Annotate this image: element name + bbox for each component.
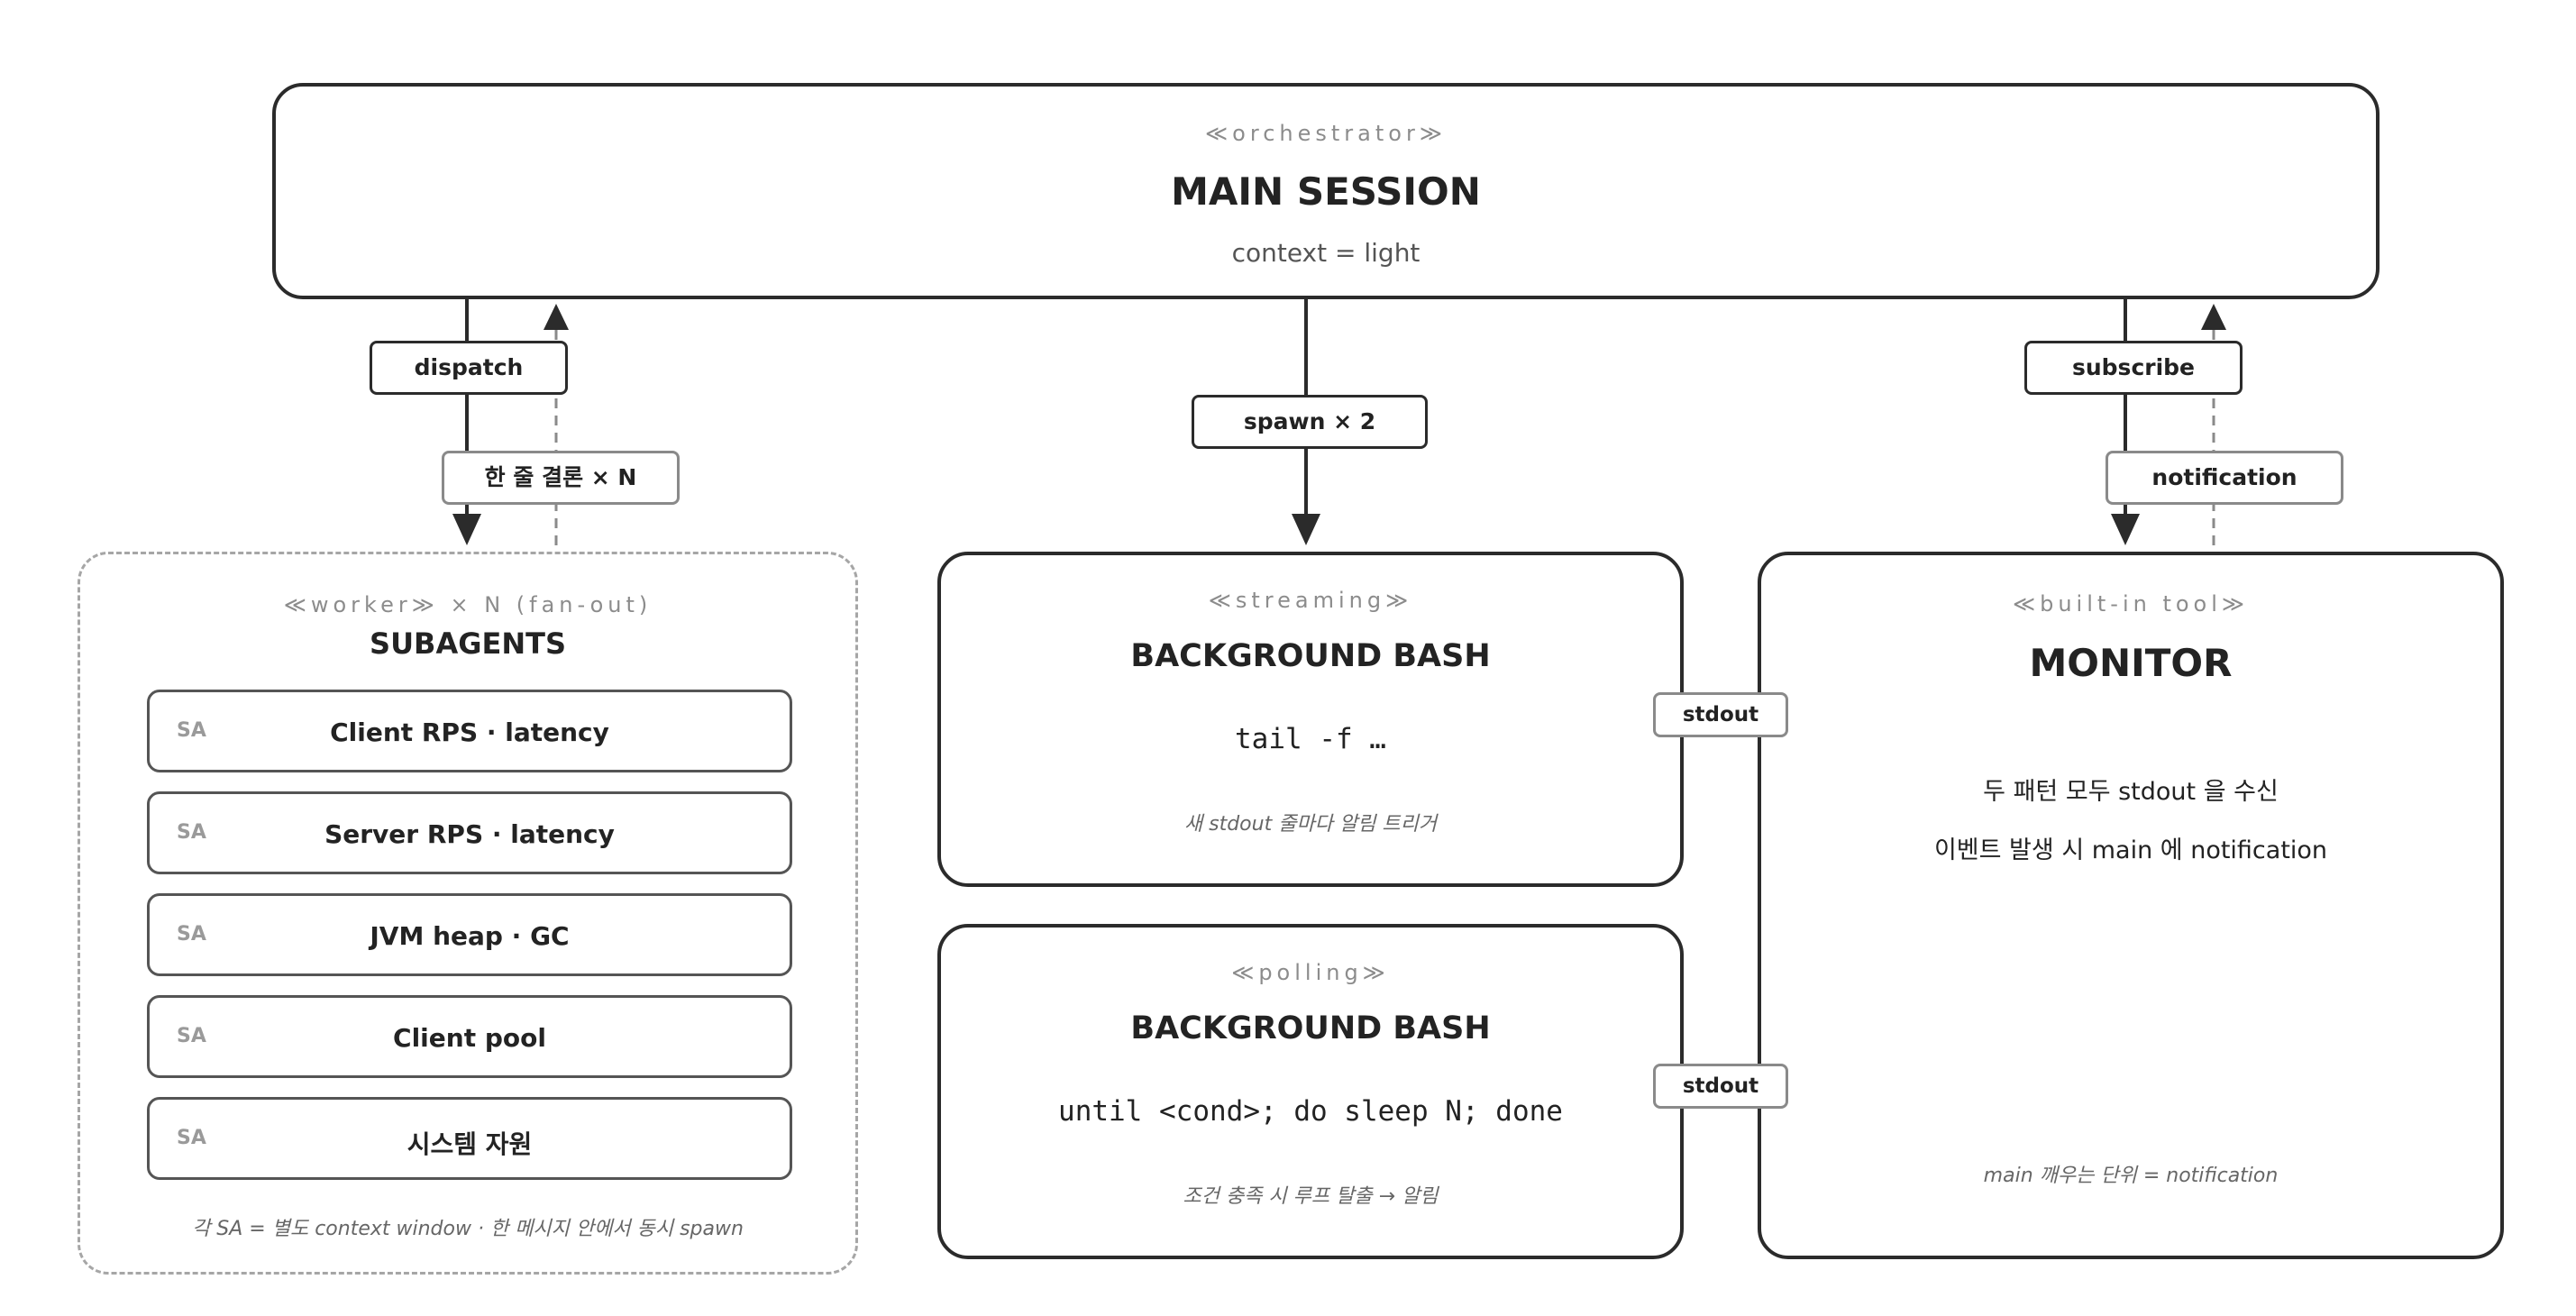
sa-label: Client RPS · latency: [330, 717, 609, 747]
sa-tag: SA: [177, 923, 206, 946]
polling-stereotype: ≪polling≫: [1231, 960, 1390, 985]
stdout-streaming-text: stdout: [1682, 703, 1759, 727]
polling-bash-box: ≪polling≫ BACKGROUND BASH until <cond>; …: [937, 924, 1684, 1259]
subagent-item: SA Server RPS · latency: [147, 791, 792, 874]
streaming-command: tail -f …: [1235, 723, 1386, 755]
stdout-polling-text: stdout: [1682, 1074, 1759, 1098]
dispatch-label-text: dispatch: [414, 354, 524, 380]
streaming-bash-box: ≪streaming≫ BACKGROUND BASH tail -f … 새 …: [937, 552, 1684, 887]
sa-label: JVM heap · GC: [370, 921, 570, 951]
sa-tag: SA: [177, 719, 206, 742]
subscribe-label-text: subscribe: [2071, 354, 2196, 380]
streaming-title: BACKGROUND BASH: [1130, 638, 1491, 674]
stdout-polling-label: stdout: [1653, 1064, 1788, 1109]
spawn-arrowhead: [1292, 514, 1320, 545]
subagent-item: SA 시스템 자원: [147, 1097, 792, 1180]
monitor-footnote: main 깨우는 단위 = notification: [1983, 1165, 2279, 1187]
result-arrowhead: [544, 304, 569, 330]
streaming-stereotype: ≪streaming≫: [1208, 588, 1413, 613]
subagents-title: SUBAGENTS: [370, 626, 566, 661]
sa-label: 시스템 자원: [406, 1129, 533, 1159]
notification-label: notification: [2106, 451, 2343, 505]
monitor-line-1: 두 패턴 모두 stdout 을 수신: [1983, 778, 2279, 806]
sa-tag: SA: [177, 1025, 206, 1047]
result-label: 한 줄 결론 × N: [442, 451, 680, 505]
stdout-streaming-label: stdout: [1653, 692, 1788, 737]
monitor-stereotype: ≪built-in tool≫: [2012, 591, 2250, 617]
monitor-box: ≪built-in tool≫ MONITOR 두 패턴 모두 stdout 을…: [1758, 552, 2504, 1259]
polling-title: BACKGROUND BASH: [1130, 1010, 1491, 1046]
monitor-line-2: 이벤트 발생 시 main 에 notification: [1933, 836, 2328, 864]
dispatch-arrowhead: [452, 514, 481, 545]
subscribe-arrowhead: [2111, 514, 2140, 545]
subagent-item: SA JVM heap · GC: [147, 893, 792, 976]
sa-label: Server RPS · latency: [324, 819, 615, 849]
subscribe-label: subscribe: [2024, 341, 2243, 395]
main-session-box: ≪orchestrator≫ MAIN SESSION context = li…: [272, 83, 2380, 299]
notification-arrowhead: [2201, 304, 2226, 330]
main-session-subtitle: context = light: [1231, 238, 1420, 268]
spawn-label-text: spawn × 2: [1243, 408, 1376, 434]
sa-tag: SA: [177, 821, 206, 844]
main-session-title: MAIN SESSION: [1171, 169, 1481, 214]
monitor-title: MONITOR: [2029, 641, 2233, 685]
main-session-stereotype: ≪orchestrator≫: [1205, 121, 1447, 146]
polling-note: 조건 충족 시 루프 탈출 → 알림: [1183, 1185, 1439, 1208]
notification-label-text: notification: [2151, 464, 2297, 490]
polling-command: until <cond>; do sleep N; done: [1058, 1095, 1563, 1128]
subagents-box: ≪worker≫ × N (fan-out) SUBAGENTS SA Clie…: [78, 552, 858, 1275]
subagent-item: SA Client RPS · latency: [147, 690, 792, 772]
sa-tag: SA: [177, 1127, 206, 1149]
subagents-footnote: 각 SA = 별도 context window · 한 메시지 안에서 동시 …: [192, 1218, 744, 1240]
dispatch-label: dispatch: [370, 341, 568, 395]
result-label-text: 한 줄 결론 × N: [484, 464, 637, 490]
subagents-stereotype: ≪worker≫ × N (fan-out): [283, 592, 653, 617]
subagent-item: SA Client pool: [147, 995, 792, 1078]
sa-label: Client pool: [393, 1023, 546, 1053]
spawn-label: spawn × 2: [1192, 395, 1428, 449]
streaming-note: 새 stdout 줄마다 알림 트리거: [1183, 813, 1438, 836]
